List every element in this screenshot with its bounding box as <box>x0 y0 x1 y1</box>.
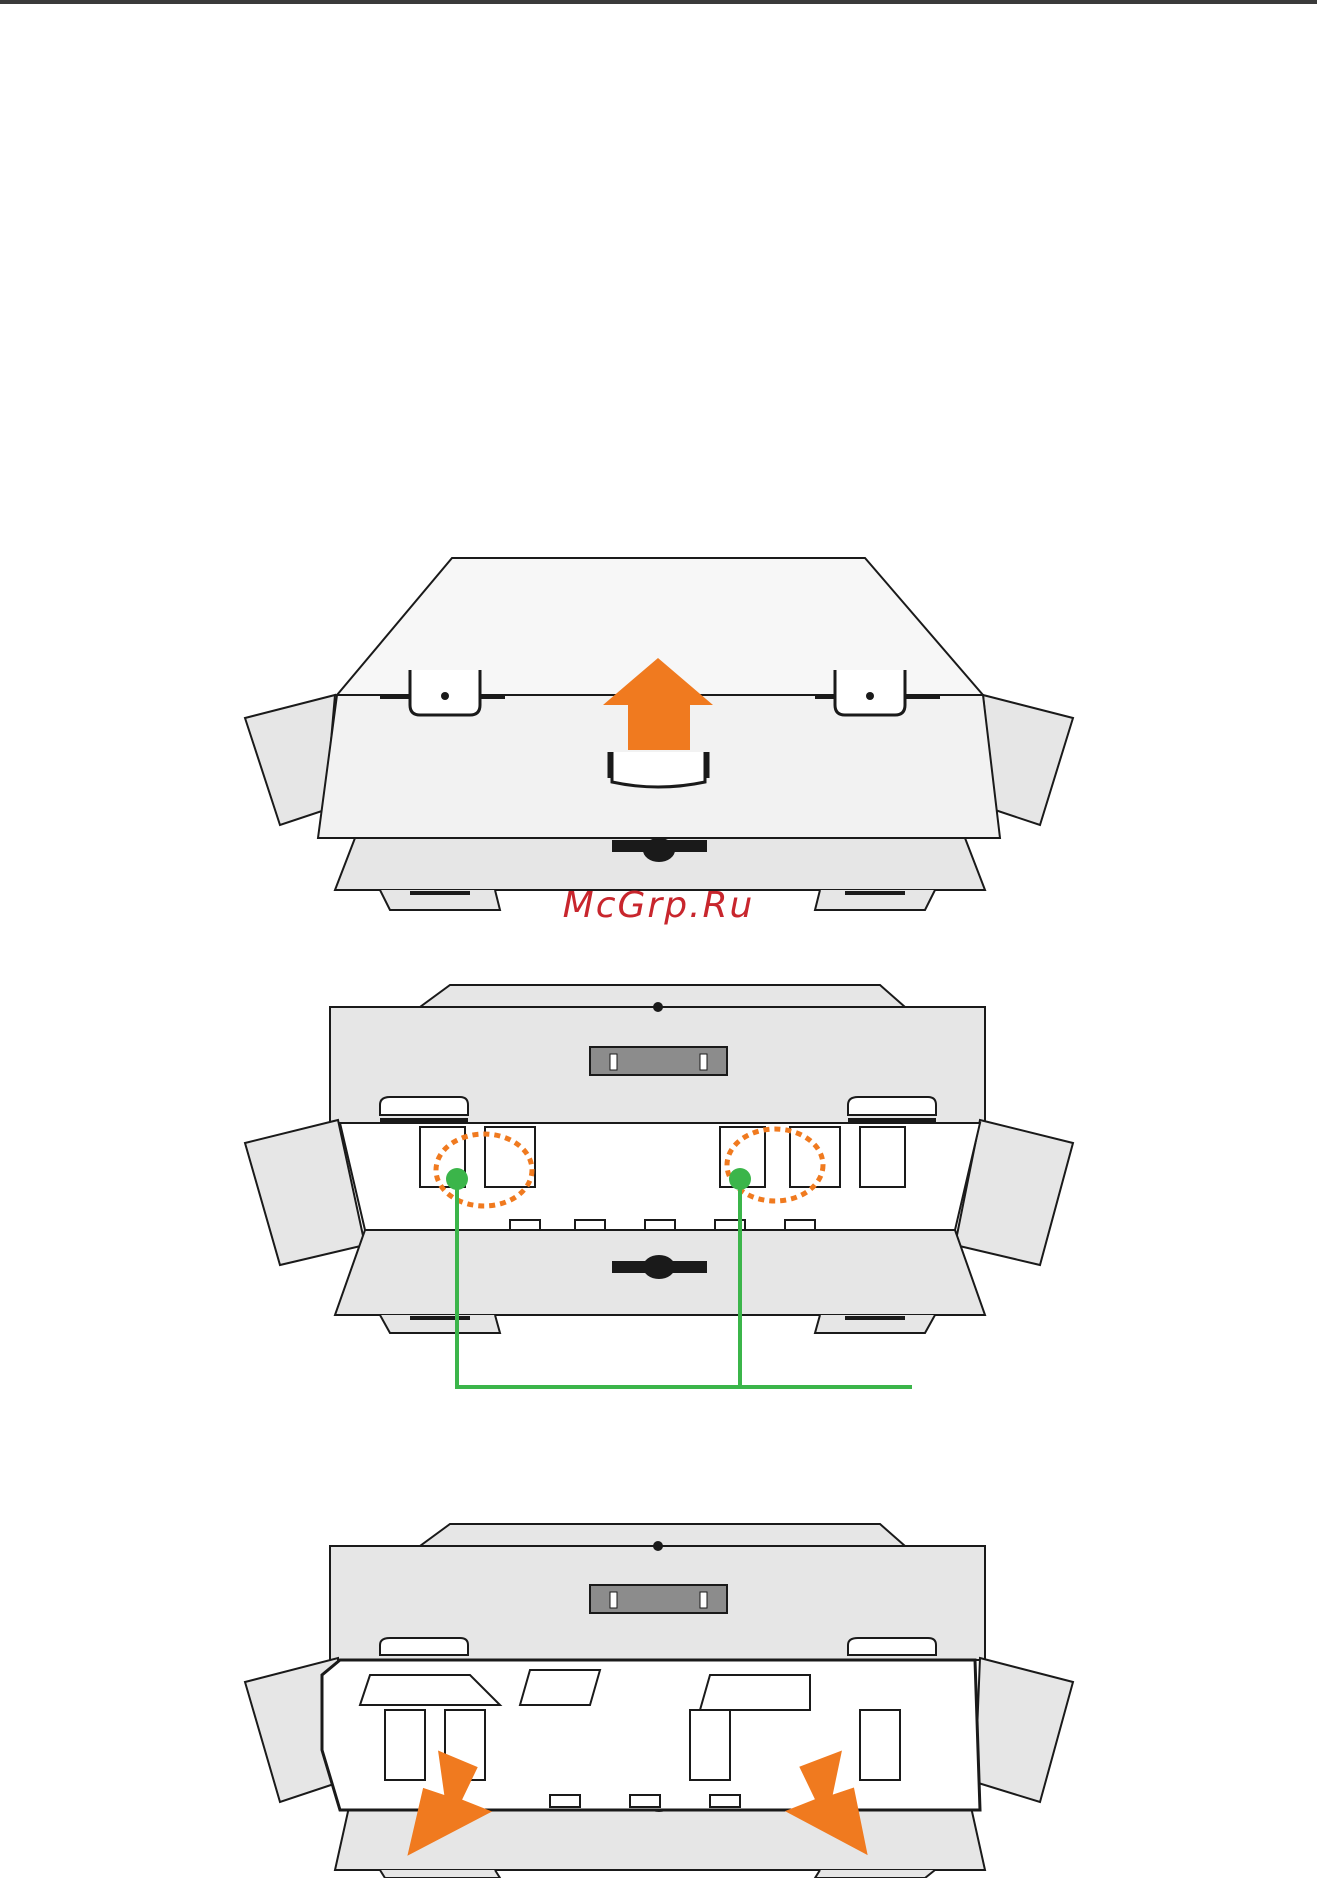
figure-locate-clips <box>0 965 1317 1415</box>
box-open-illustration <box>0 965 1317 1415</box>
top-rule <box>0 0 1317 4</box>
back-lid <box>420 985 905 1007</box>
figure-lift-cover <box>0 540 1317 940</box>
figure-remove-tray <box>0 1510 1317 1878</box>
handle-slot <box>612 752 705 787</box>
clip-left <box>380 1097 468 1115</box>
box-cover-illustration <box>0 540 1317 940</box>
box-tray-removal-illustration <box>0 1510 1317 1878</box>
watermark: McGrp.Ru <box>0 885 1317 926</box>
clip-right <box>848 1097 936 1115</box>
